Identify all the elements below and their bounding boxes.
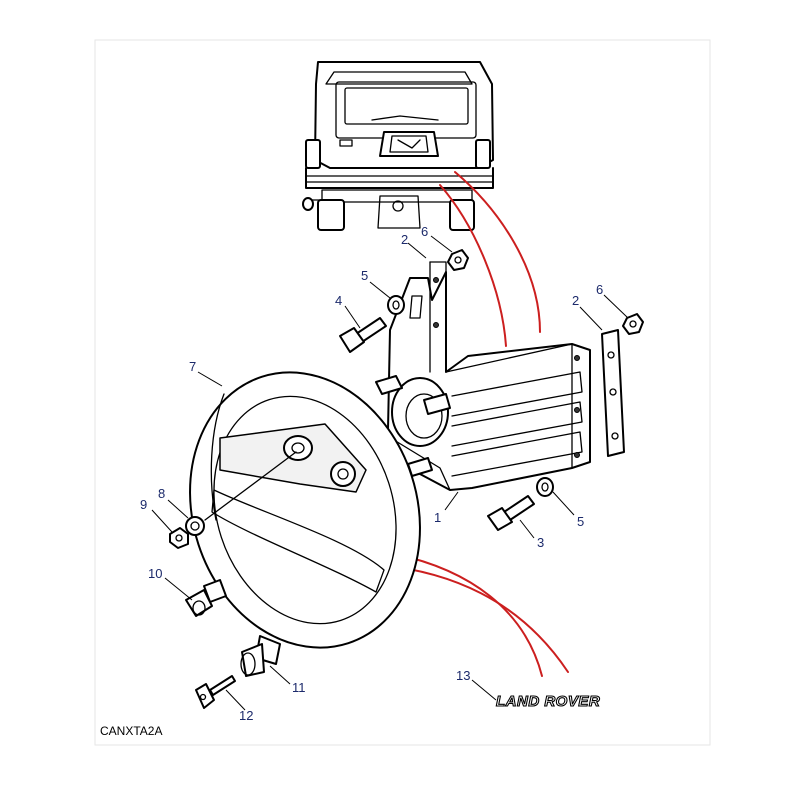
callout-2-bracket: 2: [401, 232, 408, 247]
vehicle-rear-view: [302, 61, 494, 231]
reinforcing-plate: [601, 329, 625, 457]
nut-right: [622, 313, 644, 335]
callout-5-lower: 5: [577, 514, 584, 529]
callout-9: 9: [140, 497, 147, 512]
callout-8: 8: [158, 486, 165, 501]
diagram-reference-code: CANXTA2A: [100, 724, 162, 738]
callout-13: 13: [456, 668, 470, 683]
callout-6-right: 6: [596, 282, 603, 297]
pointer-line-vehicle-2: [439, 184, 507, 347]
leader-lines: [151, 235, 629, 711]
callout-7: 7: [189, 359, 196, 374]
callout-5-upper: 5: [361, 268, 368, 283]
locking-nut: [185, 579, 227, 617]
callout-2-plate: 2: [572, 293, 579, 308]
lock-key: [195, 675, 236, 709]
callout-11: 11: [292, 680, 306, 695]
bolt-lower: [487, 495, 535, 531]
callout-3: 3: [537, 535, 544, 550]
land-rover-badge: LAND ROVER: [496, 693, 600, 710]
callout-12: 12: [239, 708, 253, 723]
pointer-line-badge-2: [394, 553, 543, 677]
washer-upper: [387, 295, 405, 315]
bolt-upper: [339, 317, 387, 353]
callout-10: 10: [148, 566, 162, 581]
nut-upper: [447, 249, 469, 271]
wheel-studs: [375, 375, 451, 477]
washer-wheel: [185, 516, 205, 536]
lock-barrel: [240, 635, 281, 677]
callout-4: 4: [335, 293, 342, 308]
callout-1: 1: [434, 510, 441, 525]
nut-wheel: [169, 527, 189, 549]
spare-wheel-cover: [189, 371, 421, 649]
callout-6-upper: 6: [421, 224, 428, 239]
pointer-line-vehicle-1: [454, 171, 541, 333]
washer-lower: [536, 477, 554, 497]
